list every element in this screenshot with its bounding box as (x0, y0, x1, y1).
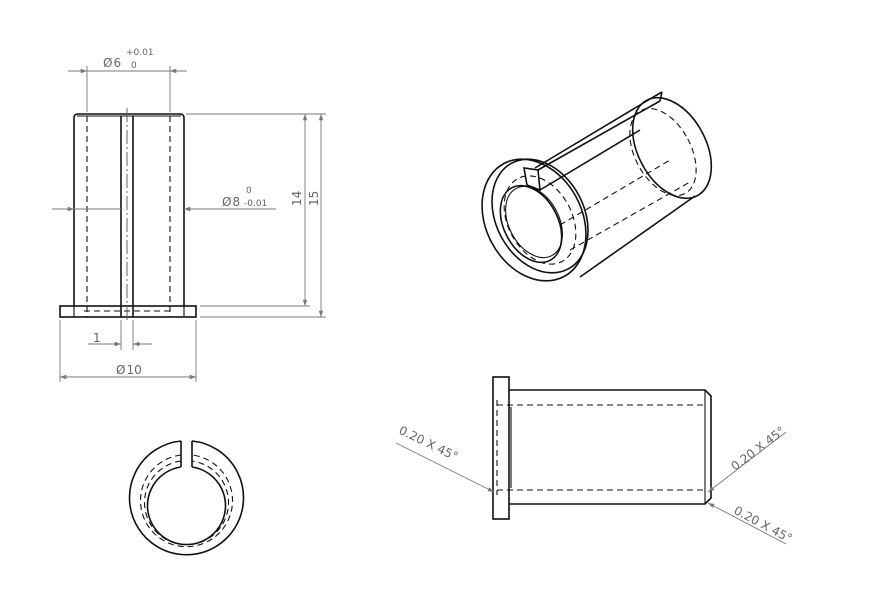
chamfer-left-text: 0.20 X 45° (397, 423, 461, 464)
slot-dim-text: 1 (93, 331, 101, 345)
body-hidden-circle (139, 454, 234, 548)
height-body-text: 14 (290, 191, 304, 206)
flange-dim-text: Ø10 (116, 363, 142, 377)
isometric-view (481, 91, 713, 282)
flange-circle (128, 440, 245, 556)
outer-tol-upper: 0 (246, 186, 252, 196)
iso-body-bottom (579, 195, 696, 278)
outer-tol-lower: -0.01 (244, 199, 267, 209)
bore-circle (146, 466, 227, 546)
front-view: Ø6 +0.01 0 Ø8 0 -0.01 14 15 1 Ø10 (52, 48, 326, 382)
body-outline (73, 113, 185, 306)
side-flange (492, 376, 510, 520)
iso-back-end (631, 96, 713, 200)
bore-tol-lower: 0 (131, 61, 137, 71)
side-body (509, 389, 712, 505)
height-total-text: 15 (307, 191, 321, 206)
top-view (128, 440, 245, 556)
iso-bore (499, 184, 563, 264)
side-view: 0.20 X 45° 0.20 X 45° 0.20 X 45° (395, 376, 795, 546)
bore-dim-text: Ø6 (103, 56, 121, 70)
chamfer-right-top-text: 0.20 X 45° (728, 424, 787, 474)
chamfer-right-bottom-text: 0.20 X 45° (732, 503, 795, 545)
bore-tol-upper: +0.01 (126, 48, 154, 58)
outer-dim-text: Ø8 (222, 195, 240, 209)
iso-body-top (534, 95, 656, 169)
iso-flange-outer (481, 158, 587, 282)
flange-outline (59, 305, 197, 318)
